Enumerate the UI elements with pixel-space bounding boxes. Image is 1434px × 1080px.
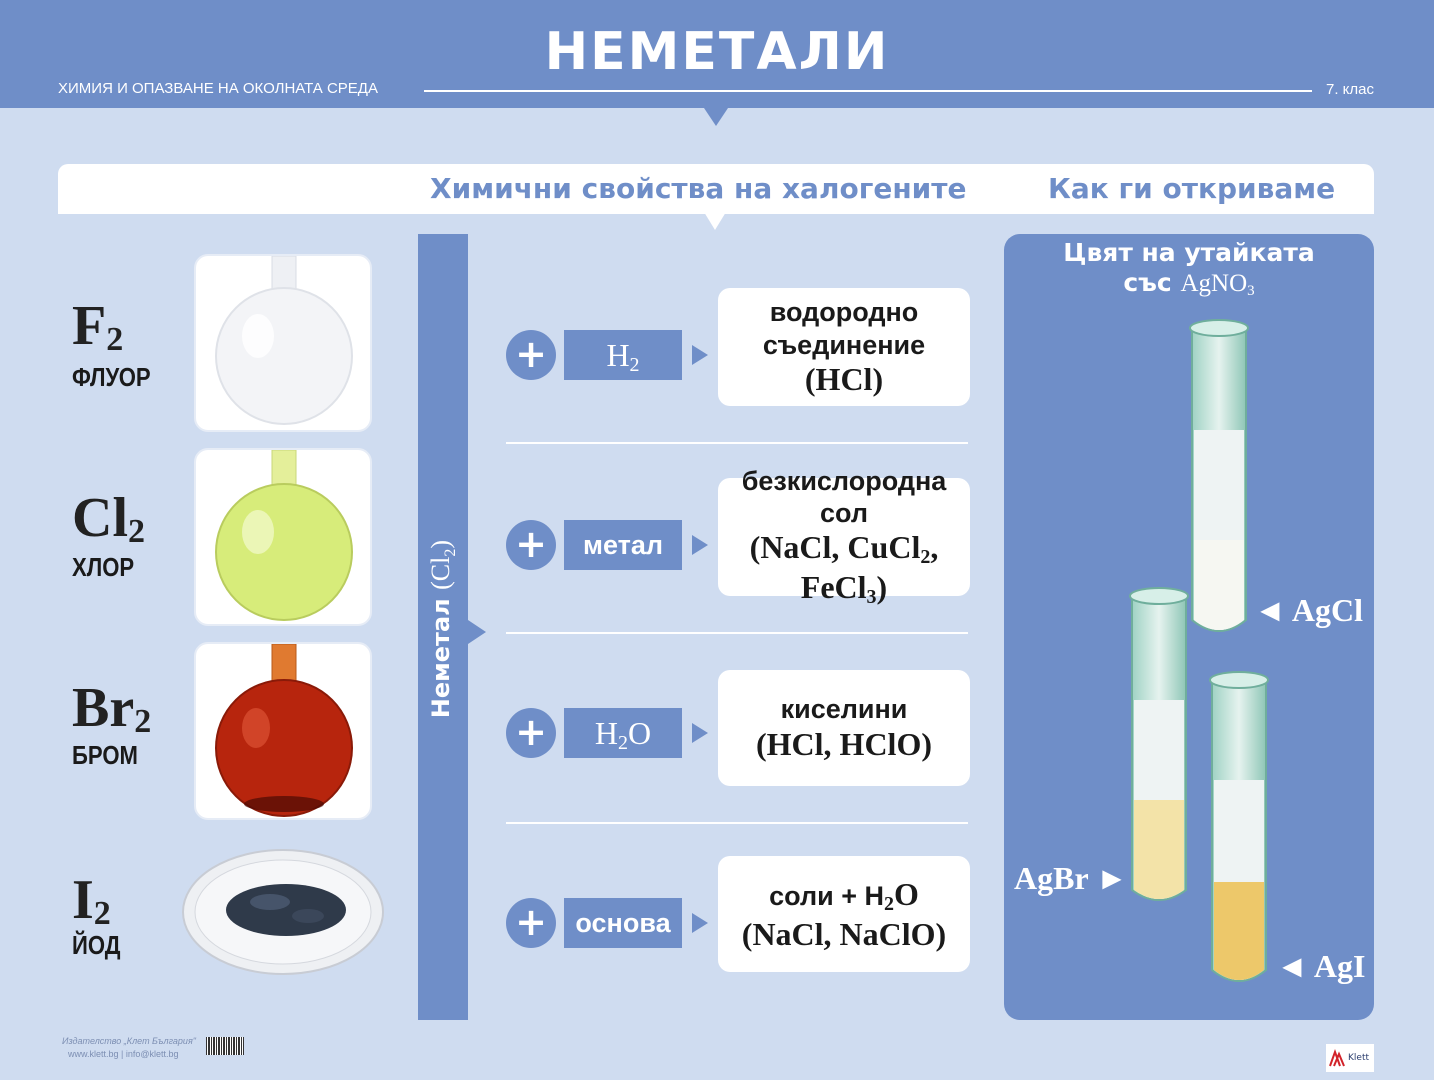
- petri-dish-icon: [182, 849, 384, 975]
- logo-icon: [1329, 1049, 1345, 1067]
- product-formula: FeCl3): [800, 569, 888, 609]
- product-salt: безкислородна сол (NaCl, CuCl2, FeCl3): [718, 466, 970, 608]
- iodine-dish-photo: [180, 846, 386, 978]
- row-divider: [506, 822, 968, 824]
- agcl-label: ◄ AgCl: [1254, 592, 1364, 628]
- element-name-chlorine: ХЛОР: [72, 552, 135, 582]
- reagent-metal: метал: [564, 520, 682, 570]
- logo-text: Klett: [1348, 1053, 1369, 1063]
- product-name: съединение: [762, 329, 926, 360]
- flask-icon: [215, 450, 353, 621]
- detection-panel: [1004, 234, 1374, 1020]
- nonmetal-label: Неметал (Cl2): [425, 539, 460, 719]
- panel-title-line: със AgNO3: [1123, 268, 1255, 299]
- panel-title: Цвят на утайката със AgNO3: [1004, 238, 1374, 300]
- reagent-base: основа: [564, 898, 682, 948]
- product-formula: (HCl): [804, 360, 884, 397]
- agbr-label: AgBr ►: [1014, 860, 1128, 896]
- subject-title: ХИМИЯ И ОПАЗВАНЕ НА ОКОЛНАТА СРЕДА: [58, 80, 378, 97]
- plus-icon: +: [506, 898, 556, 948]
- agcl-tube-icon: [1189, 319, 1249, 632]
- arrow-right-icon: [692, 345, 708, 365]
- plus-icon: +: [506, 708, 556, 758]
- fluorine-flask-photo: [194, 254, 372, 432]
- plus-icon: +: [506, 330, 556, 380]
- header-pointer: [704, 108, 728, 126]
- arrow-right-icon: [692, 535, 708, 555]
- agi-tube-icon: [1209, 671, 1269, 982]
- panel-title-line: Цвят на утайката: [1063, 238, 1315, 267]
- reagent-water: H2O: [564, 708, 682, 758]
- arrow-right-icon: [692, 723, 708, 743]
- product-formula: соли + H2O: [769, 875, 919, 915]
- section-header-bar: [58, 164, 1374, 214]
- publisher-text: Издателство „Клет България": [62, 1036, 196, 1046]
- product-name: безкислородна сол: [741, 465, 947, 528]
- detection-heading: Как ги откриваме: [1048, 172, 1336, 205]
- barcode-icon: [206, 1037, 244, 1055]
- product-formula: (NaCl, CuCl2,: [749, 529, 939, 569]
- product-formula: (NaCl, NaClO): [741, 915, 947, 952]
- row-divider: [506, 442, 968, 444]
- test-tubes-illustration: [1129, 319, 1269, 982]
- product-name: водородно: [769, 297, 919, 328]
- flask-icon: [215, 256, 353, 425]
- element-symbol-fluorine: F2: [72, 295, 124, 358]
- product-acids: киселини (HCl, HClO): [718, 670, 970, 786]
- klett-logo: Klett: [1326, 1044, 1374, 1072]
- element-name-bromine: БРОМ: [72, 740, 138, 770]
- grade-label: 7. клас: [1325, 81, 1374, 98]
- nonmetal-pointer: [468, 620, 486, 644]
- agi-label: ◄ AgI: [1276, 948, 1366, 984]
- product-name: киселини: [780, 694, 908, 725]
- element-symbol-bromine: Br2: [72, 677, 152, 740]
- arrow-right-icon: [692, 913, 708, 933]
- header-divider: [424, 90, 1312, 92]
- product-salts-water: соли + H2O (NaCl, NaClO): [718, 856, 970, 972]
- flask-icon: [215, 644, 353, 817]
- product-hydrogen-compound: водородно съединение (HCl): [718, 288, 970, 406]
- properties-heading: Химични свойства на халогените: [430, 172, 967, 205]
- element-name-fluorine: ФЛУОР: [72, 362, 151, 392]
- product-formula: (HCl, HClO): [756, 725, 932, 762]
- element-name-iodine: ЙОД: [72, 930, 121, 960]
- contact-text: www.klett.bg | info@klett.bg: [68, 1049, 179, 1059]
- row-divider: [506, 632, 968, 634]
- reagent-hydrogen: H2: [564, 330, 682, 380]
- chlorine-flask-photo: [194, 448, 372, 626]
- page-title: НЕМЕТАЛИ: [544, 22, 890, 82]
- element-symbol-chlorine: Cl2: [72, 487, 145, 550]
- plus-icon: +: [506, 520, 556, 570]
- element-symbol-iodine: I2: [72, 869, 111, 932]
- bromine-flask-photo: [194, 642, 372, 820]
- nonmetal-vertical-bar: [418, 234, 468, 1020]
- section-pointer: [704, 212, 726, 230]
- agbr-tube-icon: [1129, 587, 1189, 901]
